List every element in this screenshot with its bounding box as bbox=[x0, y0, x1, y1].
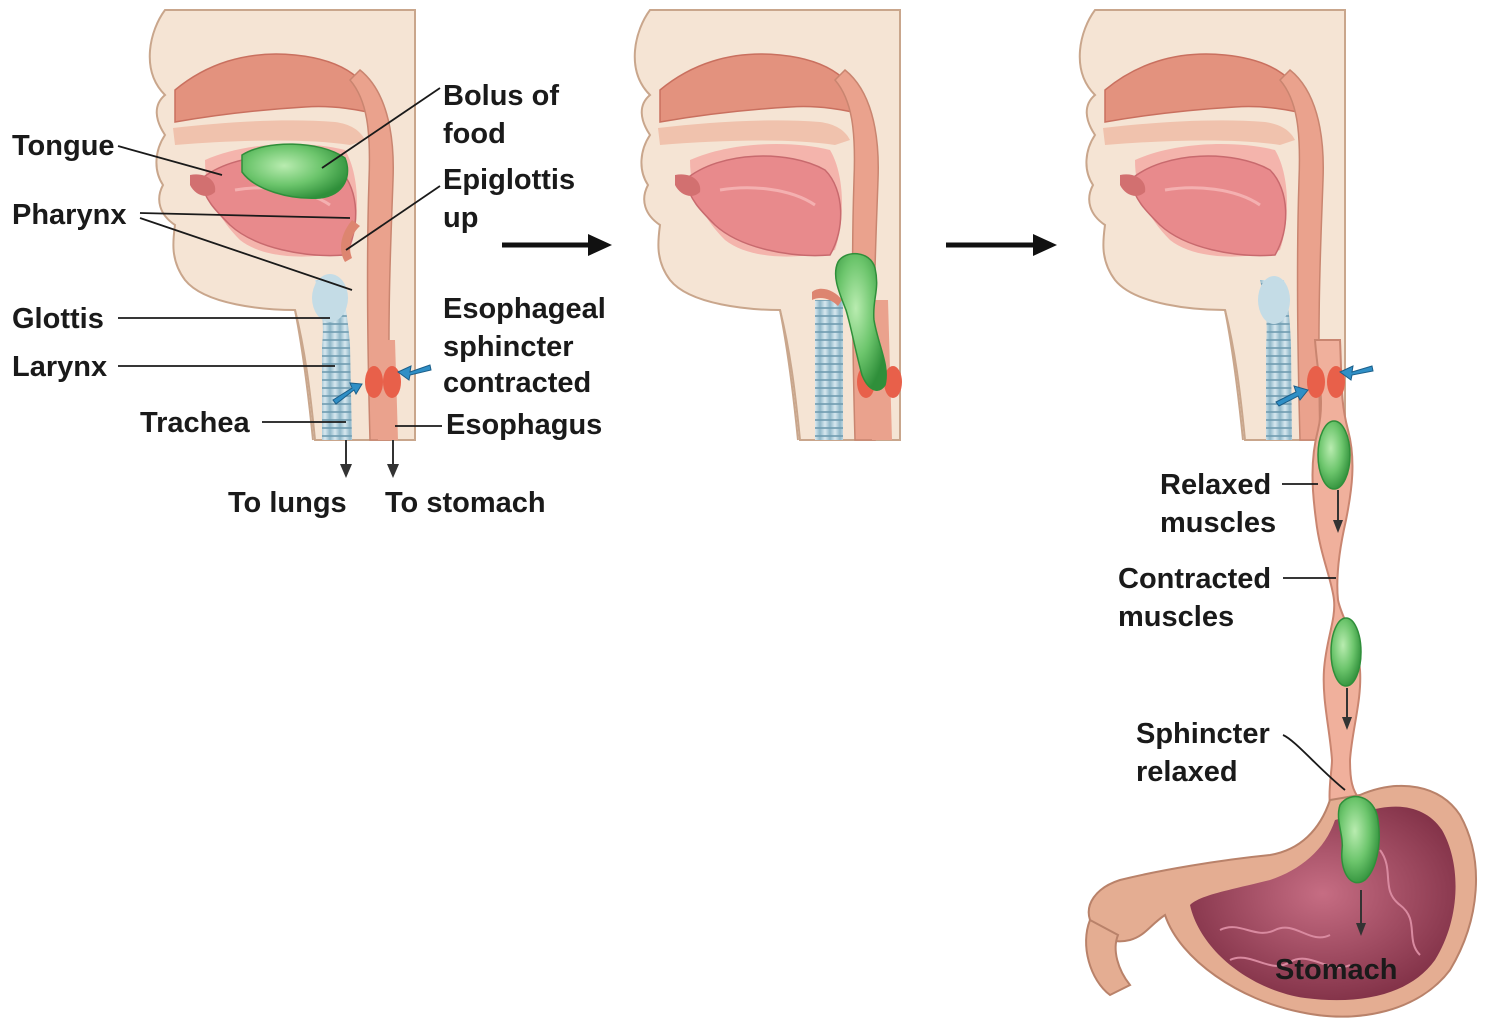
label-glottis: Glottis bbox=[12, 303, 104, 335]
bolus-shape bbox=[1331, 618, 1361, 686]
glottis-shape bbox=[312, 274, 348, 322]
panel-1-mouth-swallow-start: Tongue Pharynx Glottis Larynx Trachea Bo… bbox=[12, 10, 606, 519]
panel-3-peristalsis: Relaxed muscles Contracted muscles Sphin… bbox=[1080, 10, 1476, 1017]
panel-2-bolus-in-pharynx bbox=[635, 10, 902, 440]
label-sphincter-line1: Sphincter bbox=[1136, 718, 1270, 750]
label-sphincter-line2: relaxed bbox=[1136, 756, 1238, 788]
downward-arrow-icon bbox=[340, 440, 352, 478]
trachea-shape bbox=[815, 300, 843, 440]
sphincter-left bbox=[1307, 366, 1325, 398]
label-larynx: Larynx bbox=[12, 351, 107, 383]
label-bolus-line2: food bbox=[443, 118, 506, 150]
label-sphincter-line3: contracted bbox=[443, 367, 591, 399]
label-relaxed-line1: Relaxed bbox=[1160, 469, 1271, 501]
label-contracted-line2: muscles bbox=[1118, 601, 1234, 633]
label-contracted-line1: Contracted bbox=[1118, 563, 1271, 595]
label-to-stomach: To stomach bbox=[385, 487, 546, 519]
sequence-arrow-icon bbox=[946, 234, 1057, 256]
glottis-shape bbox=[1258, 276, 1290, 324]
label-tongue: Tongue bbox=[12, 130, 115, 162]
sphincter-right bbox=[383, 366, 401, 398]
label-to-lungs: To lungs bbox=[228, 487, 347, 519]
label-sphincter-line1: Esophageal bbox=[443, 293, 606, 325]
label-epiglottis-line1: Epiglottis bbox=[443, 164, 575, 196]
sphincter-left bbox=[365, 366, 383, 398]
label-trachea: Trachea bbox=[140, 407, 250, 439]
label-stomach: Stomach bbox=[1275, 954, 1397, 986]
label-bolus-line1: Bolus of bbox=[443, 80, 559, 112]
sequence-arrow-icon bbox=[502, 234, 612, 256]
downward-arrow-icon bbox=[387, 440, 399, 478]
label-pharynx: Pharynx bbox=[12, 199, 126, 231]
label-epiglottis-line2: up bbox=[443, 202, 478, 234]
label-sphincter-line2: sphincter bbox=[443, 331, 574, 363]
bolus-shape bbox=[1318, 421, 1350, 489]
bolus-shape bbox=[1338, 797, 1379, 883]
label-esophagus: Esophagus bbox=[446, 409, 602, 441]
label-relaxed-line2: muscles bbox=[1160, 507, 1276, 539]
